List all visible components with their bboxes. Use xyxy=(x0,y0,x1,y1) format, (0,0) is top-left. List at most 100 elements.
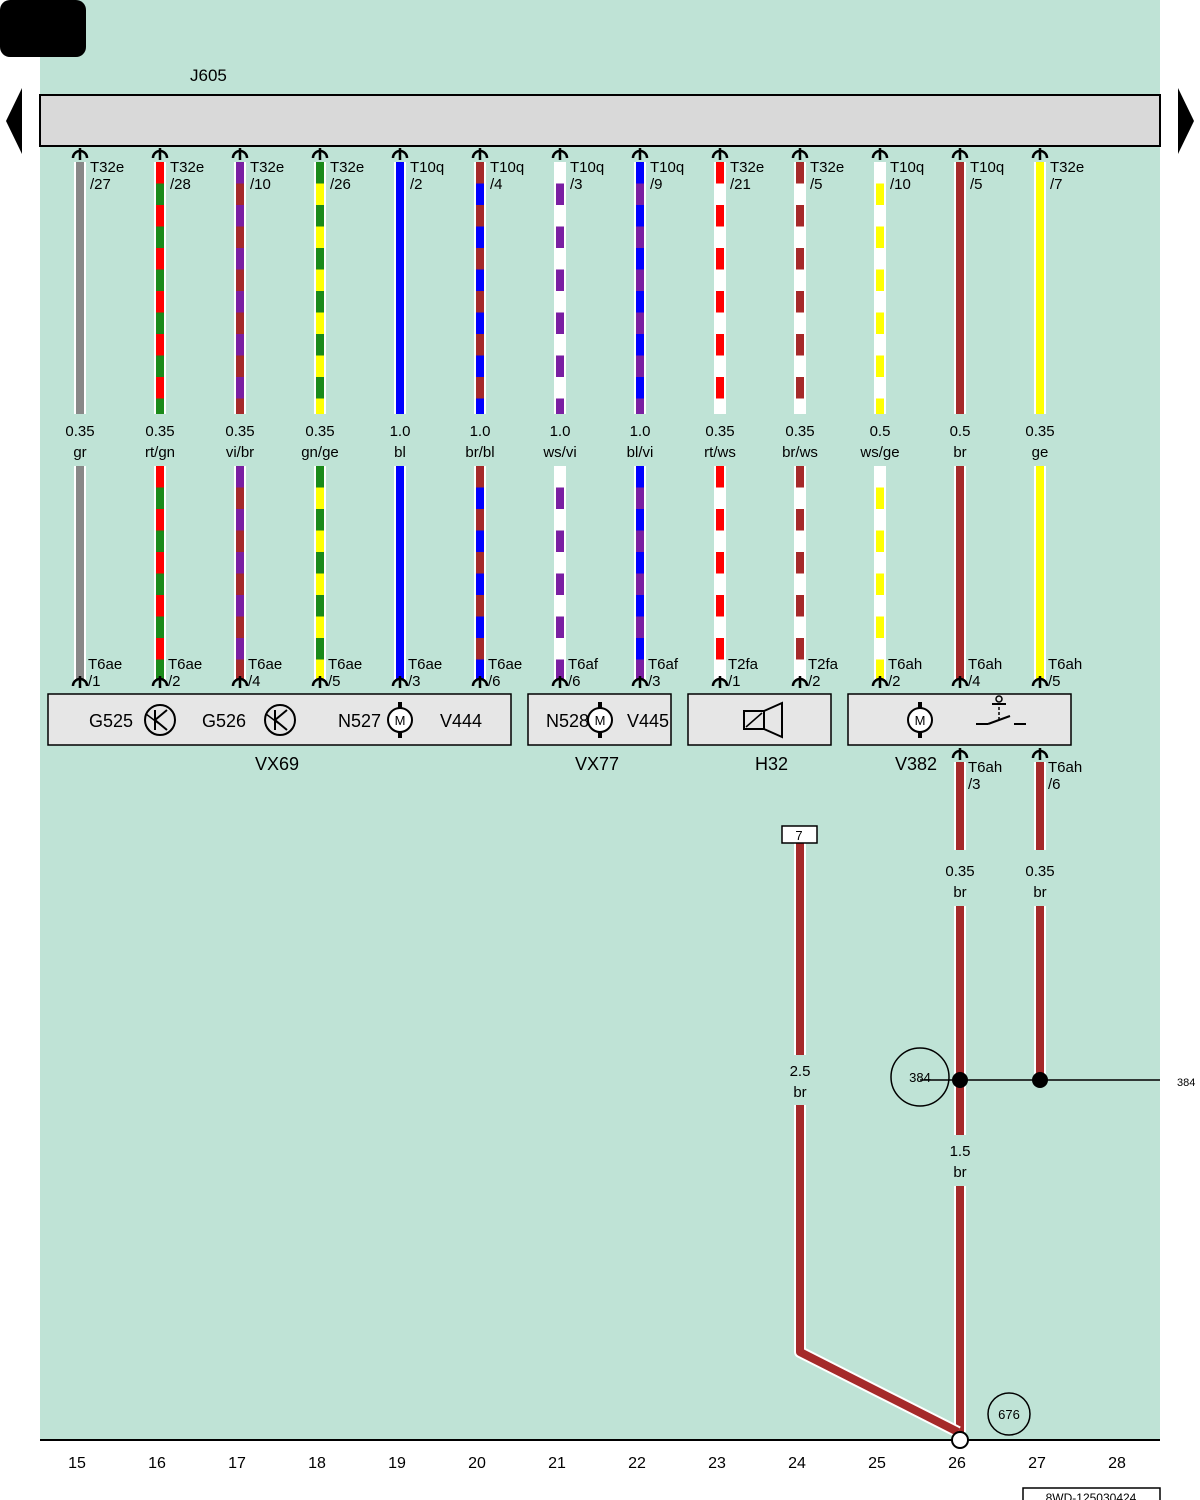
wire-color-code: br xyxy=(953,444,966,461)
top-terminal-label: T10q xyxy=(970,159,1004,176)
wire-color-code: br xyxy=(953,1164,966,1181)
previous-page-arrow-icon[interactable] xyxy=(6,88,22,154)
top-terminal-label: T32e xyxy=(330,159,364,176)
top-terminal-connector xyxy=(951,148,969,160)
wire-color-code: br xyxy=(953,884,966,901)
horn-speaker-icon xyxy=(743,701,783,739)
top-terminal-pin: /4 xyxy=(490,176,503,193)
bottom-terminal-connector xyxy=(151,676,169,688)
push-switch-icon xyxy=(976,695,1026,725)
component-h32-label: H32 xyxy=(755,754,788,774)
bottom-terminal-pin: /6 xyxy=(488,673,501,690)
top-terminal-pin: /7 xyxy=(1050,176,1063,193)
feed-reference-label: 7 xyxy=(795,828,802,843)
wire-upper-segment xyxy=(954,162,966,414)
wire-gauge: 1.5 xyxy=(950,1143,971,1160)
wire-lower-segment xyxy=(714,466,726,680)
component-box-vx69 xyxy=(47,693,512,746)
bottom-terminal-pin: /4 xyxy=(968,673,981,690)
bottom-terminal-pin: /3 xyxy=(648,673,661,690)
wire-upper-segment xyxy=(1034,162,1046,414)
top-terminal-connector xyxy=(791,148,809,160)
bottom-terminal-label: T6ae xyxy=(488,656,522,673)
top-terminal-label: T32e xyxy=(730,159,764,176)
grid-column-number: 21 xyxy=(548,1455,566,1472)
top-terminal-label: T10q xyxy=(890,159,924,176)
bottom-terminal-label: T2fa xyxy=(728,656,759,673)
top-terminal-connector xyxy=(551,148,569,160)
component-v382-label: V382 xyxy=(895,754,937,774)
grid-column-number: 15 xyxy=(68,1455,86,1472)
wire-upper-segment xyxy=(874,162,886,414)
grid-column-number: 24 xyxy=(788,1455,806,1472)
grid-column-number: 16 xyxy=(148,1455,166,1472)
bottom-terminal-pin: /4 xyxy=(248,673,261,690)
wire-gauge: 1.0 xyxy=(550,423,571,440)
top-terminal-pin: /21 xyxy=(730,176,751,193)
grid-column-number: 28 xyxy=(1108,1455,1126,1472)
motor-symbol: M xyxy=(395,713,406,728)
wire-gauge: 0.35 xyxy=(1025,423,1054,440)
top-terminal-connector xyxy=(471,148,489,160)
control-module-bar xyxy=(39,94,1161,147)
bottom-terminal-connector xyxy=(311,676,329,688)
bottom-terminal-pin: /5 xyxy=(328,673,341,690)
wire-gauge: 0.5 xyxy=(950,423,971,440)
wire-lower-segment xyxy=(634,466,646,680)
wire-upper-segment xyxy=(74,162,86,414)
bottom-terminal-connector xyxy=(951,748,969,760)
wire-color-code: ws/vi xyxy=(542,444,576,461)
component-box-h32 xyxy=(687,693,832,746)
bottom-terminal-pin: /2 xyxy=(888,673,901,690)
bottom-terminal-connector xyxy=(631,676,649,688)
wire-lower-segment xyxy=(314,466,326,680)
terminal-pin: /6 xyxy=(1048,776,1061,793)
top-terminal-connector xyxy=(631,148,649,160)
wire-lower-segment xyxy=(1034,466,1046,680)
wire-gauge: 0.35 xyxy=(65,423,94,440)
component-n528-label: N528 xyxy=(546,711,589,731)
bottom-terminal-connector xyxy=(71,676,89,688)
top-terminal-pin: /10 xyxy=(250,176,271,193)
terminal-label: T6ah xyxy=(1048,759,1082,776)
wire-upper-segment xyxy=(474,162,486,414)
ground-reference-label: 676 xyxy=(998,1407,1020,1422)
motor-symbol: M xyxy=(595,713,606,728)
bottom-terminal-label: T6af xyxy=(648,656,679,673)
wire-color-code: rt/gn xyxy=(145,444,175,461)
wire-lower-segment xyxy=(954,906,966,1135)
junction-reference-circle xyxy=(890,1047,950,1107)
grid-column-number: 17 xyxy=(228,1455,246,1472)
grid-column-number: 26 xyxy=(948,1455,966,1472)
wire-lower-segment xyxy=(154,466,166,680)
next-page-arrow-icon[interactable] xyxy=(1178,88,1194,154)
junction-reference-label: 384 xyxy=(909,1070,931,1085)
ground-wire-segment xyxy=(954,1186,966,1432)
feed-reference-box xyxy=(781,825,818,844)
wire-color-code: rt/ws xyxy=(704,444,736,461)
top-terminal-pin: /5 xyxy=(970,176,983,193)
wire-lower-segment xyxy=(954,466,966,680)
wire-lower-segment xyxy=(874,466,886,680)
top-terminal-connector xyxy=(311,148,329,160)
wire-color-code: gn/ge xyxy=(301,444,339,461)
wire-upper-segment xyxy=(794,162,806,414)
wire-upper-segment xyxy=(154,162,166,414)
ground-reference-circle xyxy=(987,1392,1031,1436)
top-terminal-connector xyxy=(871,148,889,160)
bottom-terminal-pin: /1 xyxy=(88,673,101,690)
component-g525-label: G525 xyxy=(89,711,133,731)
wire-upper-segment xyxy=(954,762,966,850)
motor-icon: M xyxy=(907,702,933,738)
wire-upper-segment xyxy=(314,162,326,414)
motor-icon: M xyxy=(587,702,613,738)
top-terminal-pin: /2 xyxy=(410,176,423,193)
wire-color-code: vi/br xyxy=(226,444,254,461)
bottom-terminal-connector xyxy=(791,676,809,688)
wire-color-code: br/ws xyxy=(782,444,818,461)
wire-color-code: br xyxy=(793,1084,806,1101)
module-label: J605 xyxy=(190,66,227,85)
bottom-terminal-pin: /5 xyxy=(1048,673,1061,690)
top-terminal-connector xyxy=(711,148,729,160)
